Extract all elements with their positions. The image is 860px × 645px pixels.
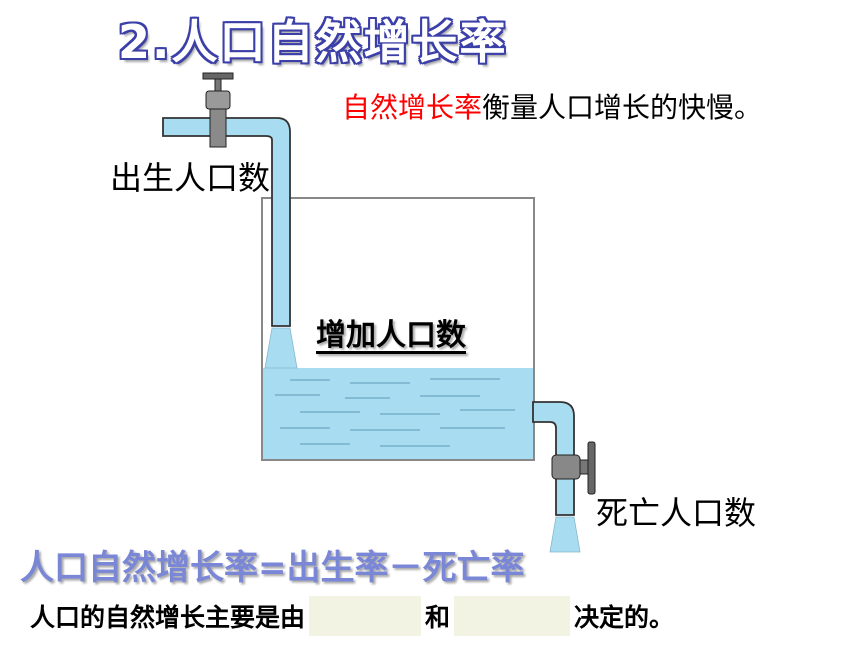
birth-label: 出生人口数 xyxy=(110,159,271,197)
sentence-part2: 和 xyxy=(425,603,451,632)
page-title: 2.人口自然增长率 xyxy=(118,15,508,69)
outlet-pipe xyxy=(532,401,575,516)
inlet-faucet-icon xyxy=(202,72,234,148)
inlet-spray xyxy=(264,327,298,369)
water-ripples xyxy=(275,378,515,447)
formula: 人口自然增长率=出生率－死亡率 xyxy=(20,548,525,588)
inlet-pipe xyxy=(162,117,291,327)
description-highlight: 自然增长率 xyxy=(342,91,483,124)
description: 自然增长率衡量人口增长的快慢。 xyxy=(342,86,762,126)
sentence-part1: 人口的自然增长主要是由 xyxy=(30,603,306,632)
outlet-spray xyxy=(549,516,581,553)
answer-blank-1[interactable] xyxy=(309,596,422,636)
death-label: 死亡人口数 xyxy=(596,494,757,532)
sentence-part3: 决定的。 xyxy=(574,603,675,632)
answer-blank-2[interactable] xyxy=(454,596,571,636)
fill-in-sentence: 人口的自然增长主要是由 和 决定的。 xyxy=(30,596,674,636)
outlet-valve-icon xyxy=(551,441,596,495)
increase-label: 增加人口数 xyxy=(316,318,466,353)
description-text: 衡量人口增长的快慢。 xyxy=(482,91,763,124)
